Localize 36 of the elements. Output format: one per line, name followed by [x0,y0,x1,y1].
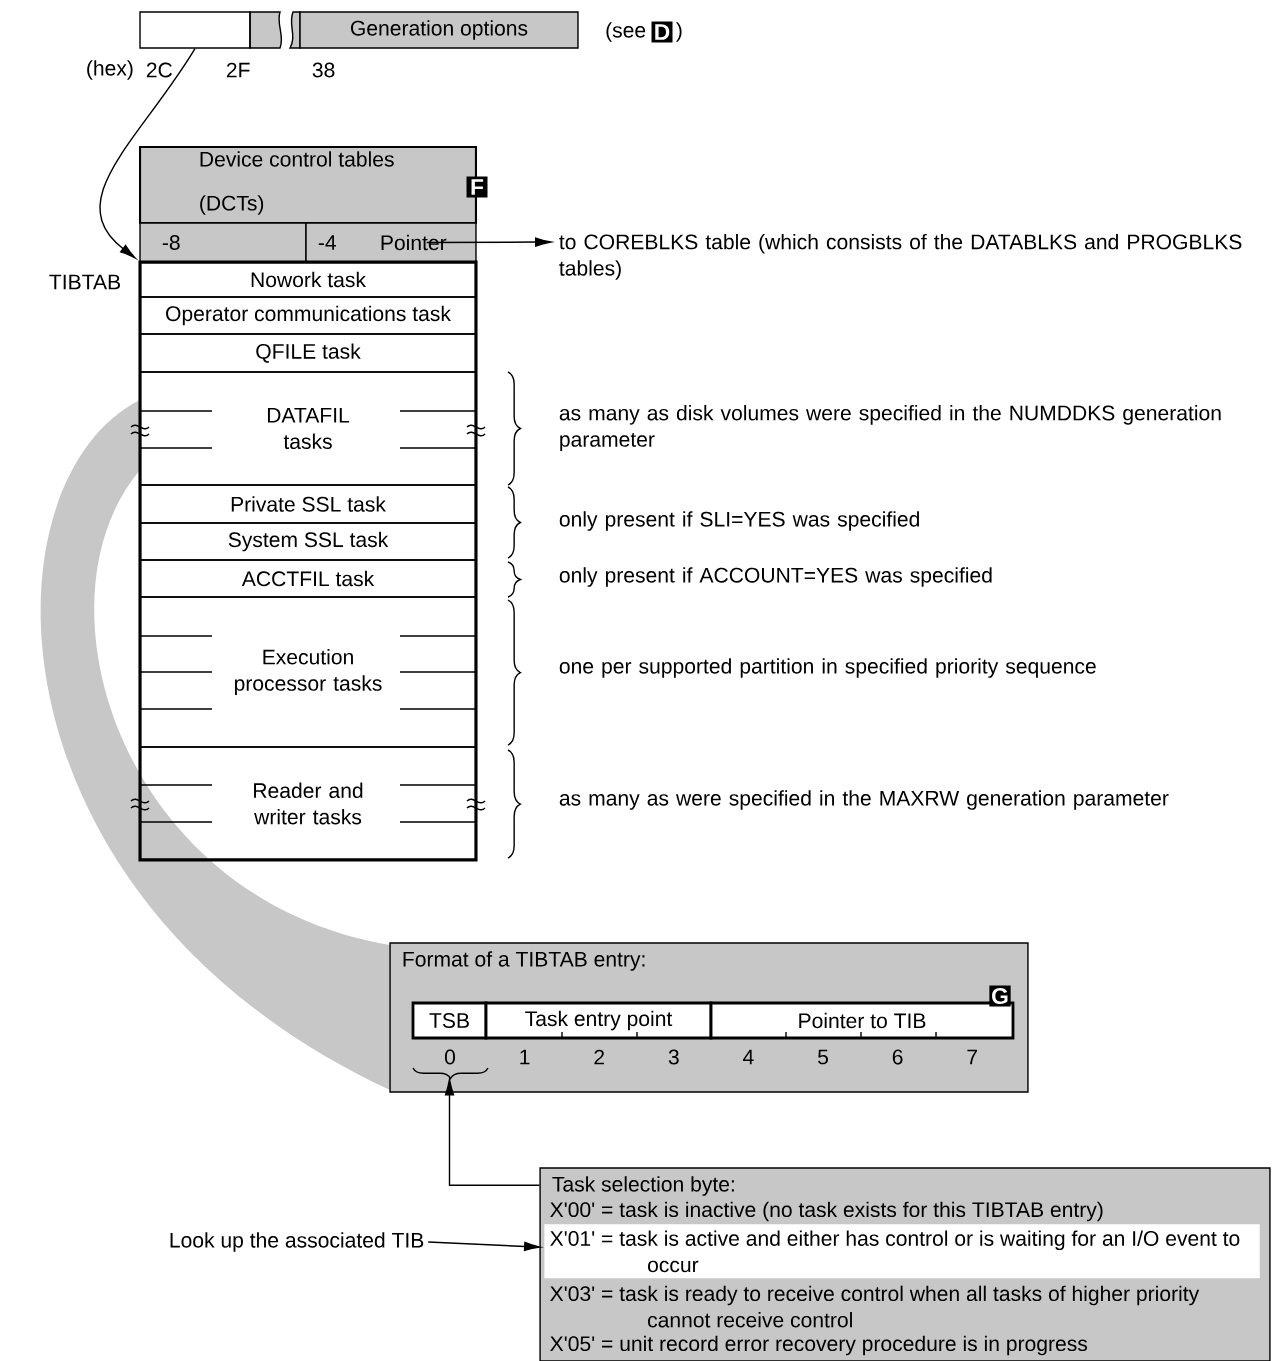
table-row: DATAFIL tasks [139,371,477,486]
byte-number: 0 [444,1049,456,1065]
table-row: Execution processor tasks [139,596,477,748]
value-entry: X'03' = task is ready to receive control when all tasks of higher priority cannot receive control [550,1285,1200,1328]
record-field [139,11,251,49]
arrow [427,1241,541,1252]
arrow [99,48,196,259]
field-cell: TSB [411,1001,488,1040]
value-entry: X'05' = unit record error recovery procedure is in progress [550,1335,1088,1356]
byte-number: 3 [668,1049,679,1065]
table-row: Reader and writer tasks [139,746,477,861]
table-row: Private SSL task [139,484,477,524]
table-row: ACCTFIL task [139,559,477,598]
table-cell: -4 Pointer [305,222,477,263]
label: 2C [146,62,172,78]
note-text: to COREBLKS table (which consists of the DATABLKS and PROGBLKS tables) [559,233,1242,280]
label: ) [676,22,682,42]
note-text: one per supported partition in specified priority sequence [559,658,1096,678]
arrow [426,237,552,247]
label: 2F [226,62,250,78]
label: (see [606,22,646,42]
note-text: as many as disk volumes were specified in the NUMDDKS generation parameter [559,405,1221,451]
table-row: Nowork task [139,261,477,298]
table-row: Operator communications task [139,296,477,335]
table-cell: -8 [139,222,307,263]
value-entry: X'00' = task is inactive (no task exists for this TIBTAB entry) [550,1201,1103,1222]
label: (hex) [87,60,133,80]
note-text: only present if ACCOUNT=YES was specified [559,567,992,587]
byte-number: 4 [743,1049,754,1065]
byte-number: 1 [520,1049,530,1065]
note-text: as many as were specified in the MAXRW generation parameter [559,790,1169,810]
table-row: QFILE task [139,333,477,373]
value-entry: X'01' = task is active and either has control or is waiting for an I/O event to occur [544,1224,1260,1279]
note-text: Look up the associated TIB [170,1232,424,1252]
note-text: only present if SLI=YES was specified [559,511,919,531]
table-row: System SSL task [139,522,477,561]
